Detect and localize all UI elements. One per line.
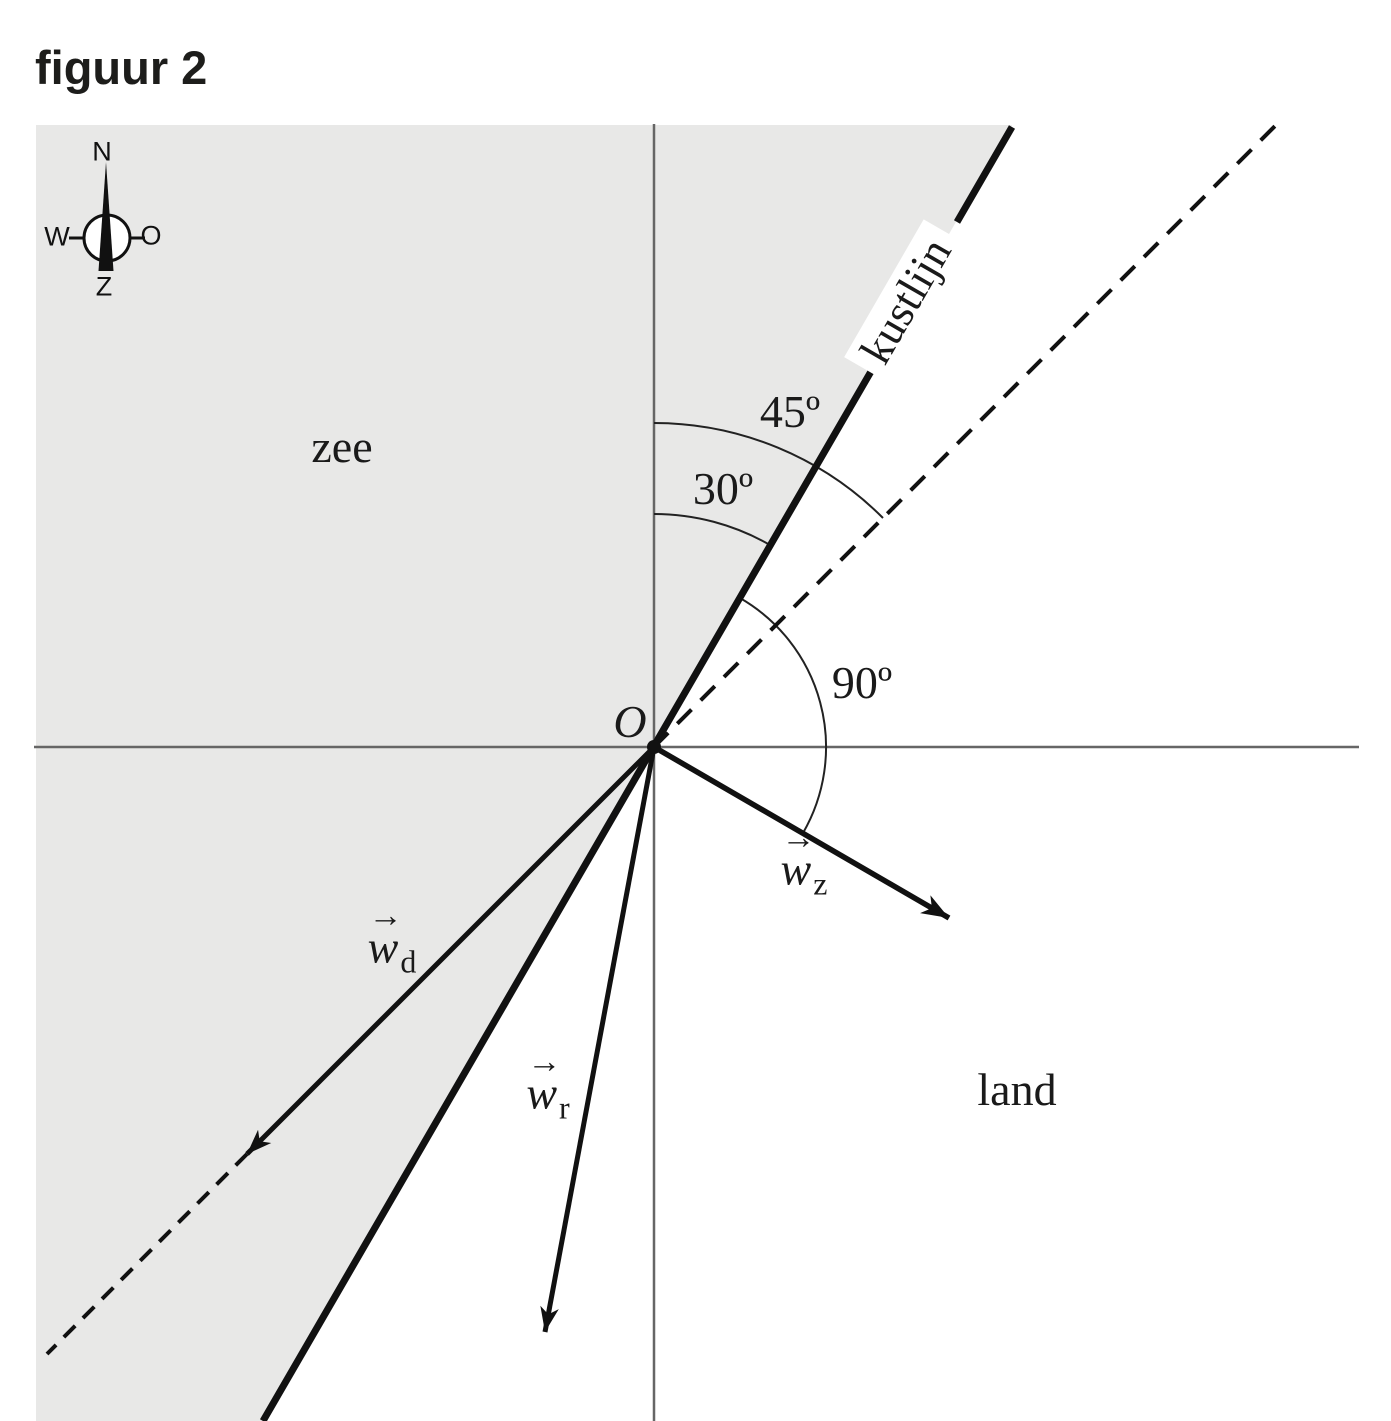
wr-symbol: w	[526, 1067, 558, 1119]
wz-symbol: w	[780, 843, 812, 895]
sea-label: zee	[311, 421, 373, 472]
wr-vector-label: →wr	[526, 1045, 570, 1126]
compass-east-label: O	[140, 220, 162, 251]
wz-vector	[652, 744, 951, 921]
wd-symbol: w	[367, 921, 399, 973]
wd-vector	[245, 745, 656, 1156]
compass-north-label: N	[92, 136, 112, 167]
wr-vector	[540, 746, 657, 1333]
wind-direction-dashed-line	[652, 122, 1279, 749]
figure-title: figuur 2	[35, 41, 208, 94]
compass-south-label: Z	[95, 271, 113, 302]
coastline-segment-upper	[953, 125, 1016, 224]
angle-arc-45	[653, 422, 884, 519]
sea-region	[36, 125, 1012, 1421]
wd-overbar-arrow-icon: →	[368, 897, 403, 935]
wz-subscript: z	[813, 865, 828, 902]
angle-45-label: 45º	[759, 386, 821, 437]
wz-overbar-arrow-icon: →	[781, 819, 816, 857]
wr-overbar-arrow-icon: →	[527, 1043, 562, 1081]
wz-vector-label: →wz	[780, 821, 828, 902]
angle-arc-30	[653, 513, 771, 546]
origin-dot	[647, 740, 661, 754]
coastline-segment-lower	[259, 366, 877, 1421]
angle-30-label: 30º	[692, 463, 754, 514]
land-label: land	[977, 1064, 1057, 1115]
wd-vector-label: →wd	[367, 899, 417, 980]
angle-90-label: 90º	[831, 657, 893, 708]
origin-label: O	[613, 696, 647, 747]
wd-subscript: d	[400, 943, 417, 980]
wr-subscript: r	[559, 1089, 570, 1126]
wind-direction-dashed-tail	[45, 1152, 249, 1356]
angle-arc-90	[739, 597, 828, 834]
compass-west-label: W	[44, 221, 70, 252]
compass-needle	[98, 162, 114, 271]
